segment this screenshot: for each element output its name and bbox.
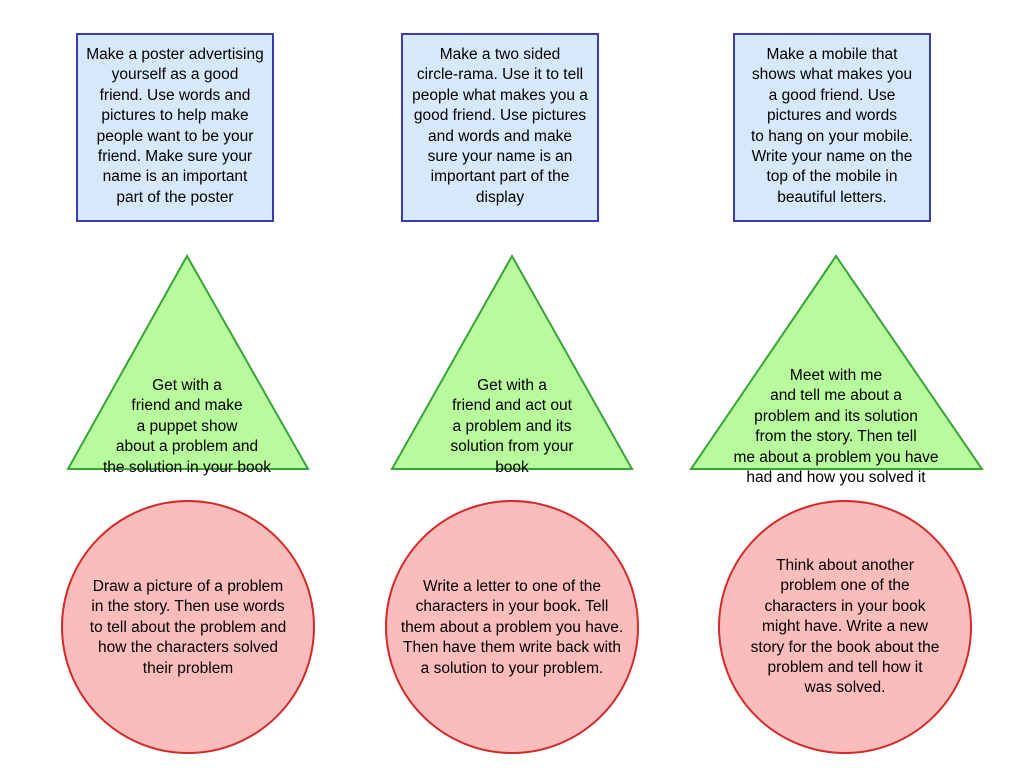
text-line: Think about another: [776, 557, 914, 574]
text-line: name is an important: [102, 168, 248, 186]
text-line: to hang on your mobile.: [751, 127, 913, 145]
text-line: and words and make: [428, 127, 572, 145]
triangle-shape-1: [66, 253, 310, 470]
text-line: sure your name is an: [427, 148, 573, 166]
text-line: Make a mobile that: [766, 46, 898, 63]
box-text: Make a mobile that shows what makes you …: [735, 45, 929, 208]
text-line: them about a problem you have.: [400, 618, 624, 636]
text-line: me about a problem you have: [733, 448, 939, 466]
text-line: part of the poster: [116, 188, 234, 206]
text-line: problem and tell how it: [767, 659, 923, 677]
text-line: a problem and its: [452, 417, 572, 435]
text-line: people what makes you a: [412, 86, 588, 104]
text-line: their problem: [142, 659, 234, 677]
circle-text-draw-picture: Draw a picture of a problem in the story…: [68, 577, 308, 679]
text-line: important part of the: [430, 168, 570, 186]
text-line: was solved.: [804, 679, 886, 697]
text-line: problem and its solution: [754, 407, 918, 425]
box-text: Make a poster advertising yourself as a …: [78, 45, 272, 208]
text-line: friend and act out: [452, 397, 572, 415]
text-line: from the story. Then tell: [755, 428, 917, 446]
text-line: good friend. Use pictures: [413, 107, 587, 125]
text-line: might have. Write a new: [762, 618, 928, 636]
triangle-text-meet-with-me: Meet with me and tell me about a problem…: [716, 366, 956, 488]
text-line: Write a letter to one of the: [422, 578, 602, 595]
text-line: beautiful letters.: [777, 188, 887, 206]
text-line: story for the book about the: [750, 638, 940, 656]
text-line: friend and make: [131, 397, 243, 415]
text-line: a good friend. Use: [768, 86, 896, 104]
triangle-text-puppet-show: Get with a friend and make a puppet show…: [87, 376, 287, 478]
text-line: Draw a picture of a problem: [92, 578, 284, 595]
circle-shape-1: [61, 500, 315, 754]
text-line: circle-rama. Use it to tell: [416, 66, 584, 84]
text-line: pictures to help make: [101, 107, 249, 125]
box-text: Make a two sided circle-rama. Use it to …: [403, 45, 597, 208]
text-line: yourself as a good: [111, 66, 239, 84]
text-line: in the story. Then use words: [91, 598, 285, 616]
text-line: Write your name on the: [751, 148, 913, 166]
text-line: Make a poster advertising: [86, 46, 264, 63]
text-line: to tell about the problem and: [89, 618, 287, 636]
text-line: shows what makes you: [751, 66, 913, 84]
circle-shape-2: [385, 500, 639, 754]
text-line: had and how you solved it: [746, 469, 926, 487]
text-line: top of the mobile in: [766, 168, 898, 186]
text-line: a puppet show: [136, 417, 238, 435]
triangle-shape-3: [689, 254, 984, 470]
text-line: solution from your: [450, 438, 574, 456]
text-line: and tell me about a: [770, 387, 902, 405]
circle-text-new-story: Think about another problem one of the c…: [725, 556, 965, 699]
text-line: friend. Use words and: [99, 86, 251, 104]
text-line: how the characters solved: [97, 639, 279, 657]
circle-text-write-letter: Write a letter to one of the characters …: [392, 577, 632, 679]
text-line: book: [495, 458, 529, 476]
text-line: characters in your book. Tell: [415, 598, 609, 616]
text-line: Get with a: [152, 377, 222, 394]
activity-box-mobile: Make a mobile that shows what makes you …: [733, 33, 931, 222]
text-line: Then have them write back with: [403, 639, 621, 657]
text-line: Get with a: [477, 377, 547, 394]
text-line: Make a two sided: [439, 46, 561, 63]
text-line: display: [475, 188, 525, 206]
text-line: pictures and words: [766, 107, 898, 125]
text-line: people want to be your: [96, 127, 254, 145]
text-line: a solution to your problem.: [420, 659, 604, 677]
text-line: problem one of the: [780, 577, 910, 595]
text-line: about a problem and: [115, 438, 259, 456]
triangle-text-act-out: Get with a friend and act out a problem …: [412, 376, 612, 478]
activity-box-circle-rama: Make a two sided circle-rama. Use it to …: [401, 33, 599, 222]
text-line: characters in your book: [764, 597, 926, 615]
activity-box-poster: Make a poster advertising yourself as a …: [76, 33, 274, 222]
text-line: friend. Make sure your: [97, 148, 253, 166]
circle-shape-3: [718, 500, 972, 754]
text-line: the solution in your book: [102, 458, 272, 476]
triangle-shape-2: [390, 253, 634, 470]
text-line: Meet with me: [789, 367, 883, 384]
